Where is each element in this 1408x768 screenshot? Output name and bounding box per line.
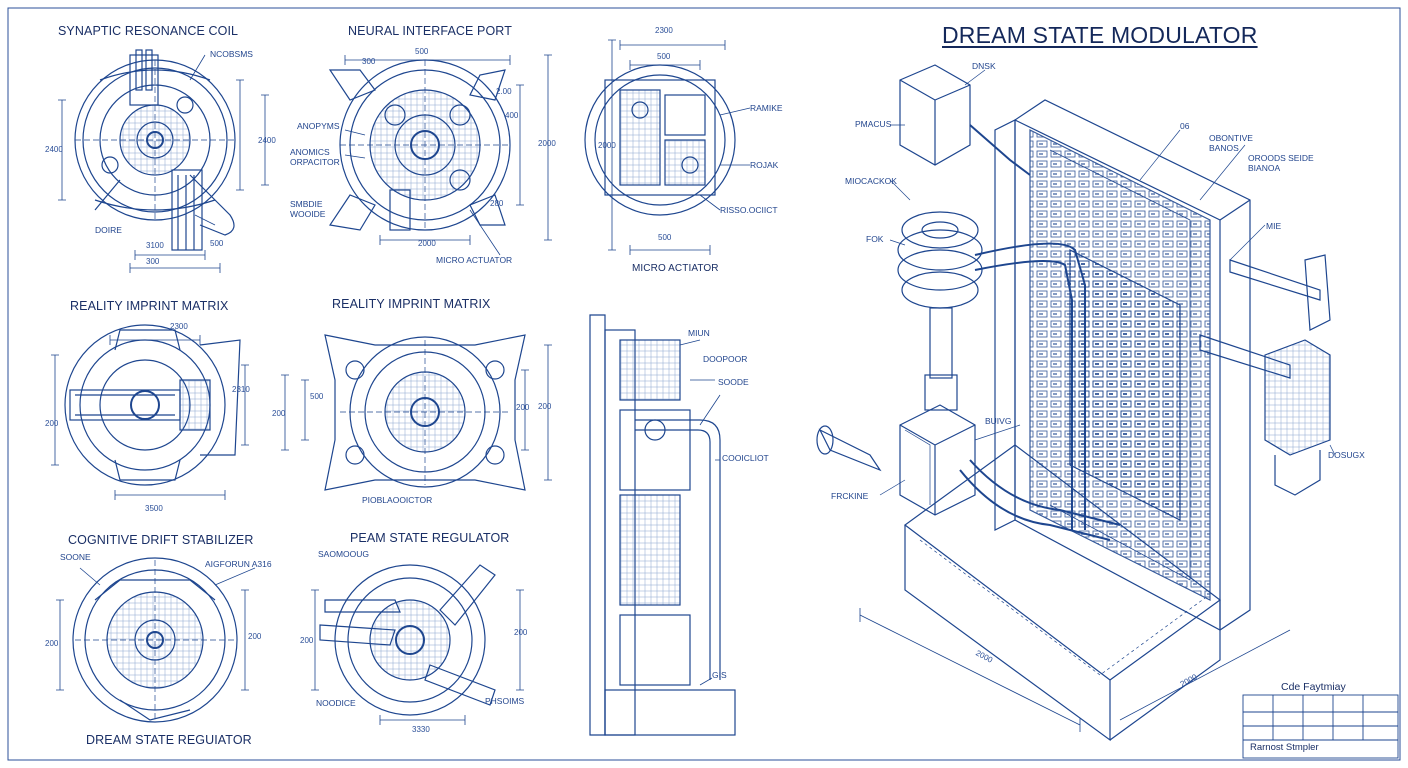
callout-gis: GIS: [712, 670, 727, 680]
dim-label: 2000: [418, 239, 436, 248]
neural-interface-port-drawing: [328, 54, 552, 256]
callout-oroods-seide-bianoa: OROODS SEIDE BIANOA: [1248, 153, 1314, 173]
panel-title-micro-actiator: MICRO ACTIATOR: [632, 263, 719, 274]
callout-rojak: ROJAK: [750, 160, 779, 170]
dim-label: 2310: [232, 385, 250, 394]
dim-label: 200: [516, 403, 530, 412]
callout-soone: SOONE: [60, 552, 91, 562]
dim-label: 2000: [598, 141, 616, 150]
dim-label: 2300: [655, 26, 673, 35]
panel-title-peam-state-regulator: PEAM STATE REGULATOR: [350, 531, 510, 545]
dim-label: 300: [146, 257, 160, 266]
dim-label: 200: [272, 409, 286, 418]
dim-label: 500: [310, 392, 324, 401]
panel-title-cognitive-drift-stabilizer: COGNITIVE DRIFT STABILIZER: [68, 533, 254, 547]
dim-label: 2400: [45, 145, 63, 154]
callout-micro-actuator: MICRO ACTUATOR: [436, 255, 513, 265]
callout-aigforun-a316: AIGFORUN A316: [205, 559, 272, 569]
dim-label: 300: [362, 57, 376, 66]
panel-title-reality-imprint-matrix-left: REALITY IMPRINT MATRIX: [70, 299, 229, 313]
dim-label: 2.00: [496, 87, 512, 96]
dim-label: 200: [45, 639, 59, 648]
title-block-company: Cde Faytmiay: [1281, 681, 1346, 693]
callout-smbdie-wooide: SMBDIE WOOIDE: [290, 199, 326, 219]
side-elevation-drawing: [589, 314, 736, 736]
dim-label: 2400: [258, 136, 276, 145]
peam-state-regulator-drawing: [311, 564, 524, 725]
sheet-border: [7, 7, 1401, 761]
callout-phsoims: PHSOIMS: [485, 696, 525, 706]
callout-mie: MIE: [1266, 221, 1282, 231]
callout-risso-ociict: RISSO.OCIICT: [720, 205, 778, 215]
callout-noodice: NOODICE: [316, 698, 356, 708]
callout-cooicliot: COOICLIOT: [722, 453, 769, 463]
dim-label: 500: [657, 52, 671, 61]
reality-imprint-matrix-mid-drawing: [281, 334, 552, 491]
dim-label: 3330: [412, 725, 430, 734]
title-block-footer: Rarnost Stmpler: [1250, 742, 1319, 753]
callout-pioblaooictor: PIOBLAOOICTOR: [362, 495, 433, 505]
panel-title-dream-state-reguiator: DREAM STATE REGUIATOR: [86, 733, 252, 747]
dream-state-modulator-iso-drawing: [816, 64, 1336, 742]
dim-label: 500: [415, 47, 429, 56]
dim-label: 200: [514, 628, 528, 637]
callout-miun: MIUN: [688, 328, 710, 338]
callout-doire: DOIRE: [95, 225, 122, 235]
dim-label: 200: [45, 419, 59, 428]
callout-06: 06: [1180, 121, 1190, 131]
dim-label: 2300: [170, 322, 188, 331]
synaptic-resonance-coil-drawing: [58, 49, 269, 273]
callout-buivg: BUIVG: [985, 416, 1012, 426]
dim-label: 280: [490, 199, 504, 208]
dim-label: 200: [300, 636, 314, 645]
micro-actiator-drawing: [584, 39, 751, 255]
dim-label: 400: [505, 111, 519, 120]
dim-label: 500: [210, 239, 224, 248]
callout-fok: FOK: [866, 234, 884, 244]
panel-title-neural-interface-port: NEURAL INTERFACE PORT: [348, 24, 512, 38]
cognitive-drift-stabilizer-drawing: [56, 557, 256, 723]
callout-saomoouq: SAOMOOUG: [318, 549, 370, 559]
callout-anopyms: ANOPYMS: [297, 121, 340, 131]
panel-title-synaptic-resonance-coil: SYNAPTIC RESONANCE COIL: [58, 24, 239, 38]
callout-pmacus: PMACUS: [855, 119, 892, 129]
callout-doopoor: DOOPOOR: [703, 354, 748, 364]
dim-label: 200: [248, 632, 262, 641]
dim-label: 200: [538, 402, 552, 411]
dim-label: 3100: [146, 241, 164, 250]
main-title: DREAM STATE MODULATOR: [942, 22, 1258, 48]
callout-dosugx: DOSUGX: [1328, 450, 1365, 460]
dim-label: 2000: [538, 139, 556, 148]
callout-ramike: RAMIKE: [750, 103, 783, 113]
callout-obontive-banos: OBONTIVE BANOS: [1209, 133, 1253, 153]
callout-frckine: FRCKINE: [831, 491, 869, 501]
callout-anomics-orpacitor: ANOMICS ORPACITOR: [290, 147, 340, 167]
callout-soode: SOODE: [718, 377, 749, 387]
reality-imprint-matrix-left-drawing: [51, 324, 249, 500]
panel-title-reality-imprint-matrix-mid: REALITY IMPRINT MATRIX: [332, 297, 491, 311]
dim-label: 500: [658, 233, 672, 242]
dim-label: 3500: [145, 504, 163, 513]
title-block-frame: [1242, 694, 1399, 759]
callout-miocackok: MIOCACKOK: [845, 176, 897, 186]
callout-dnsk: DNSK: [972, 61, 996, 71]
callout-ncobsms: NCOBSMS: [210, 49, 253, 59]
